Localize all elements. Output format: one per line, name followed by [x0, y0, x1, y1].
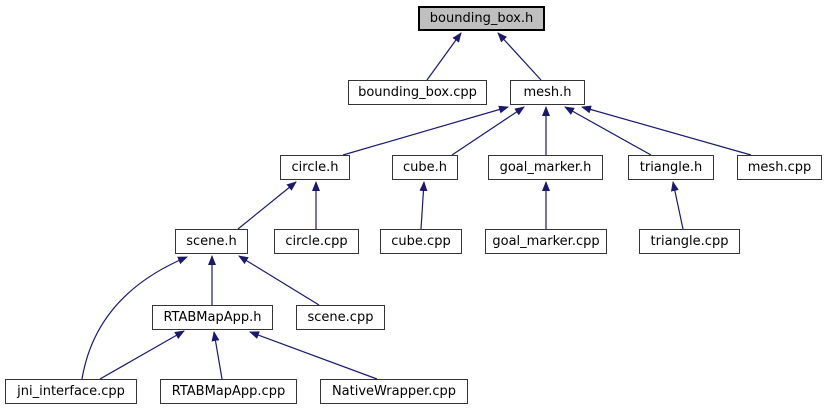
node-cube-h[interactable]: cube.h	[392, 155, 458, 180]
edge-rtabmapapp-cpp-to-rtabmapapp-h	[211, 331, 223, 380]
node-cube-cpp[interactable]: cube.cpp	[380, 229, 462, 254]
node-scene-h[interactable]: scene.h	[175, 229, 248, 254]
node-nativewrapper-cpp[interactable]: NativeWrapper.cpp	[320, 379, 468, 404]
edge-triangle-cpp-to-triangle-h	[670, 181, 684, 230]
edge-scene-cpp-to-scene-h	[238, 255, 320, 306]
edge-mesh-h-to-bounding-box-h	[497, 32, 542, 81]
node-mesh-h[interactable]: mesh.h	[510, 80, 585, 105]
node-circle-h[interactable]: circle.h	[280, 155, 350, 180]
node-rtabmapapp-cpp[interactable]: RTABMapApp.cpp	[160, 379, 297, 404]
edge-mesh-cpp-to-mesh-h	[581, 105, 752, 156]
edge-scene-h-to-circle-h	[237, 181, 297, 230]
node-triangle-cpp[interactable]: triangle.cpp	[639, 229, 740, 254]
edge-cube-cpp-to-cube-h	[419, 181, 428, 230]
node-jni-interface-cpp[interactable]: jni_interface.cpp	[5, 379, 137, 404]
edge-bounding-box-cpp-to-bounding-box-h	[426, 32, 462, 81]
edge-triangle-h-to-mesh-h	[564, 106, 652, 156]
edge-cube-h-to-mesh-h	[451, 106, 525, 156]
edge-circle-h-to-mesh-h	[342, 105, 509, 156]
node-goal-marker-h[interactable]: goal_marker.h	[488, 155, 603, 180]
node-rtabmapapp-h[interactable]: RTABMapApp.h	[152, 305, 273, 330]
node-bounding-box-h: bounding_box.h	[418, 6, 545, 31]
node-circle-cpp[interactable]: circle.cpp	[274, 229, 359, 254]
node-bounding-box-cpp[interactable]: bounding_box.cpp	[348, 80, 487, 105]
node-mesh-cpp[interactable]: mesh.cpp	[737, 155, 822, 180]
node-triangle-h[interactable]: triangle.h	[628, 155, 714, 180]
node-goal-marker-cpp[interactable]: goal_marker.cpp	[485, 229, 607, 254]
edge-jni-interface-cpp-to-rtabmapapp-h	[99, 330, 185, 380]
node-scene-cpp[interactable]: scene.cpp	[296, 305, 385, 330]
edge-jni-interface-cpp-to-scene-h	[81, 256, 188, 380]
edge-nativewrapper-cpp-to-rtabmapapp-h	[249, 331, 378, 380]
